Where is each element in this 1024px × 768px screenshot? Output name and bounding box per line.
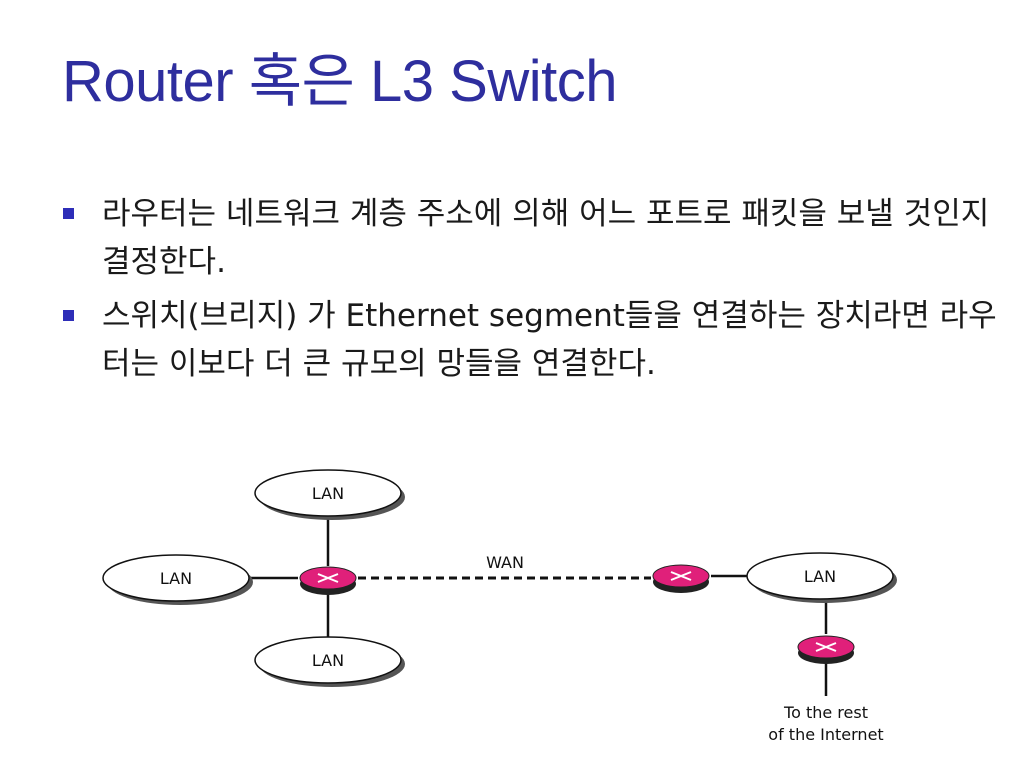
square-bullet-icon: [63, 208, 74, 219]
lan-label: LAN: [804, 567, 836, 586]
router-icon: [797, 635, 855, 664]
lan-right: LAN: [746, 552, 897, 603]
lan-label: LAN: [312, 484, 344, 503]
lan-label: LAN: [160, 569, 192, 588]
square-bullet-icon: [63, 310, 74, 321]
bullet-list: 라우터는 네트워크 계층 주소에 의해 어느 포트로 패킷을 보낼 것인지 결정…: [62, 190, 1012, 394]
lan-label: LAN: [312, 651, 344, 670]
network-diagram: LAN LAN LAN LAN WAN To the rest of the I…: [102, 469, 897, 744]
lan-top: LAN: [254, 469, 405, 520]
lan-left: LAN: [102, 554, 253, 605]
links: [249, 518, 828, 696]
router-icon: [299, 566, 357, 595]
bullet-text: 스위치(브리지) 가 Ethernet segment들을 연결하는 장치라면 …: [102, 298, 997, 382]
bullet-text: 라우터는 네트워크 계층 주소에 의해 어느 포트로 패킷을 보낼 것인지 결정…: [102, 196, 990, 280]
internet-label-line1: To the rest: [783, 703, 868, 722]
wan-label: WAN: [486, 553, 524, 572]
router-icon: [652, 564, 710, 593]
bullet-item: 라우터는 네트워크 계층 주소에 의해 어느 포트로 패킷을 보낼 것인지 결정…: [62, 190, 1012, 286]
bullet-item: 스위치(브리지) 가 Ethernet segment들을 연결하는 장치라면 …: [62, 292, 1012, 388]
internet-label-line2: of the Internet: [768, 725, 883, 744]
lan-bottom: LAN: [254, 636, 405, 687]
slide-title: Router 혹은 L3 Switch: [62, 49, 618, 114]
